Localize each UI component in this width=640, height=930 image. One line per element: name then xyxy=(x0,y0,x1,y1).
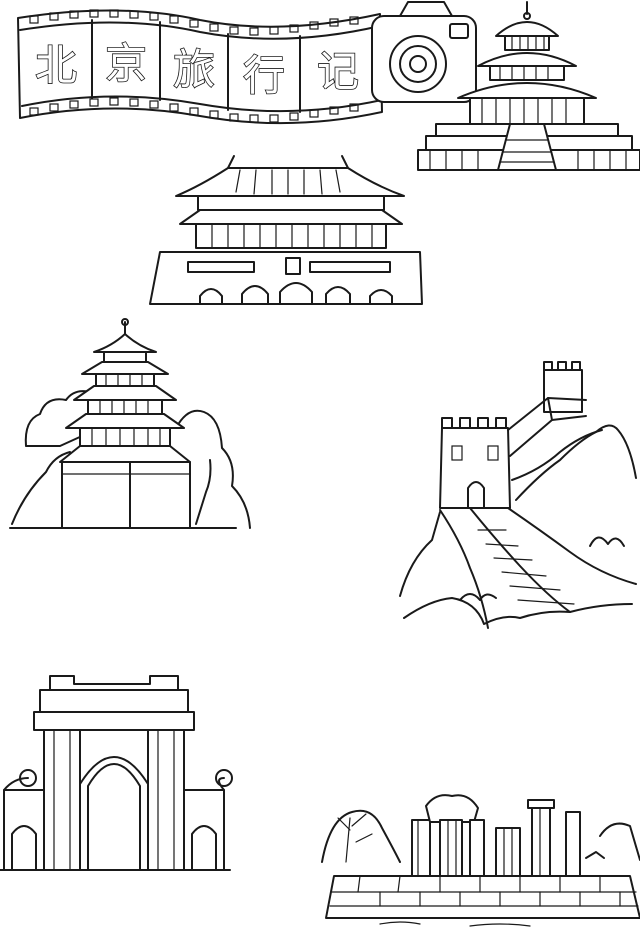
temple-of-heaven-icon xyxy=(417,1,640,171)
title-char-1: 北 xyxy=(35,41,77,90)
title-char-2: 京 xyxy=(105,39,147,88)
camera-icon xyxy=(371,1,477,103)
title-char-4: 行 xyxy=(243,51,285,100)
title-char-5: 记 xyxy=(317,47,359,96)
tiananmen-gate-icon xyxy=(149,155,423,305)
title-banner: 北 京 旅 行 记 xyxy=(17,9,383,125)
summer-palace-tower-icon xyxy=(9,318,251,529)
great-wall-icon xyxy=(399,361,637,629)
university-gate-icon xyxy=(0,675,233,871)
old-summer-palace-ruins-icon xyxy=(321,794,640,927)
title-char-3: 旅 xyxy=(173,45,215,94)
